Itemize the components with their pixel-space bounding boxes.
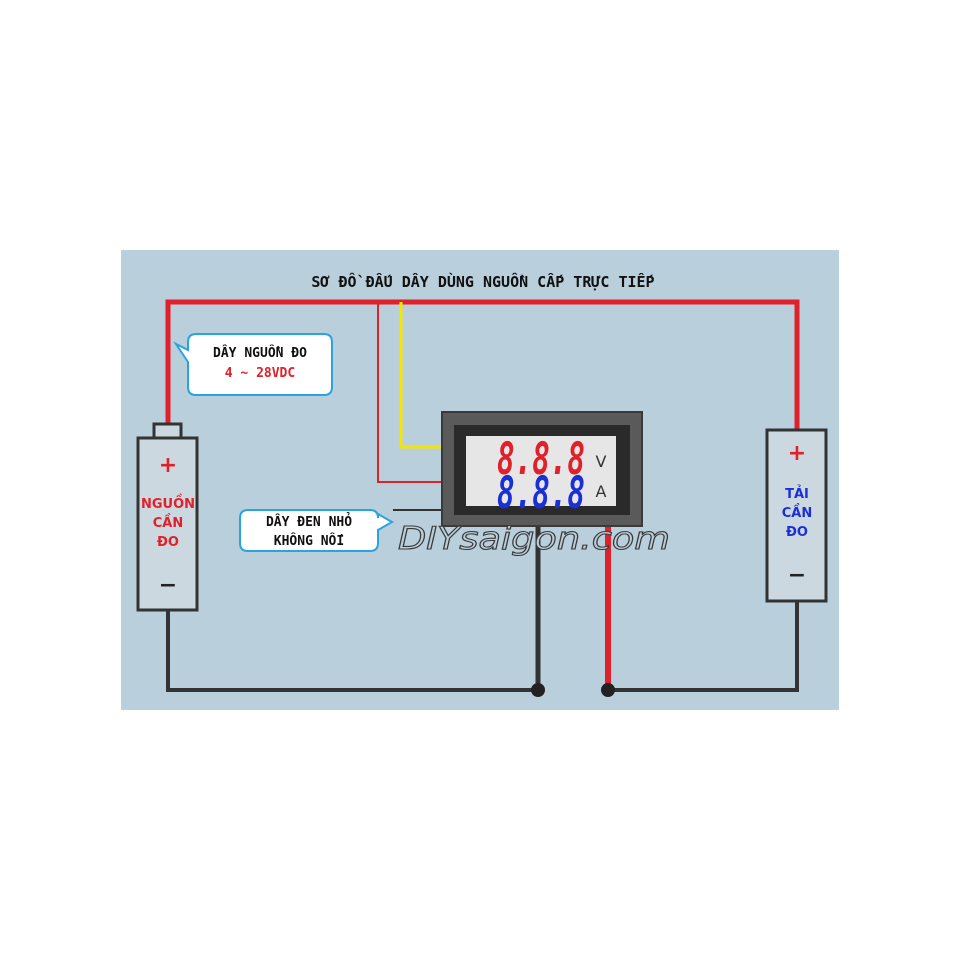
battery-body: [136, 436, 199, 612]
callout-power-line2: 4 ~ 28VDC: [225, 366, 295, 381]
power-source: + NGUỒN CẦN ĐO −: [136, 422, 199, 612]
red-thin-wire: [377, 302, 442, 483]
source-minus-sign: −: [159, 573, 177, 598]
source-label-2: CẦN: [153, 513, 183, 531]
load-label-1: TẢI: [785, 485, 809, 502]
load-return-wire: [608, 600, 799, 692]
load-minus-sign: −: [788, 563, 806, 588]
load-body: [765, 428, 828, 603]
load: + TẢI CẦN ĐO −: [765, 428, 828, 603]
load-label-3: ĐO: [786, 525, 808, 540]
callout-power-wire: DÂY NGUỒN ĐO 4 ~ 28VDC: [173, 333, 333, 396]
load-label-2: CẦN: [782, 503, 812, 521]
callout-power-bubble: [173, 333, 333, 396]
source-plus-sign: +: [159, 453, 177, 478]
callout-black-line2: KHÔNG NỐI: [274, 533, 344, 549]
load-plus-sign: +: [788, 441, 806, 466]
red-power-wire: [165, 299, 800, 430]
callout-black-bubble: [239, 509, 395, 552]
current-unit: A: [596, 482, 607, 501]
voltage-unit: V: [596, 452, 607, 471]
callout-black-wire: DÂY ĐEN NHỎ KHÔNG NỐI: [239, 509, 395, 552]
callout-black-line1: DÂY ĐEN NHỎ: [266, 513, 352, 530]
source-label-3: ĐO: [157, 535, 179, 550]
voltage-digits: 8.8.8: [497, 434, 585, 485]
black-return-wire: [166, 610, 538, 692]
callout-power-line1: DÂY NGUỒN ĐO: [213, 345, 307, 361]
volt-amp-meter: 8.8.8 V 8.8.8 A: [441, 411, 643, 527]
junction-black: [531, 683, 545, 697]
diagram-title: SƠ ĐỒ ĐẤU DÂY DÙNG NGUỒN CẤP TRỰC TIẾP: [311, 272, 654, 291]
watermark: DIYsaigon.com: [398, 521, 670, 557]
junction-red: [601, 683, 615, 697]
yellow-wire: [399, 302, 442, 449]
current-digits: 8.8.8: [497, 468, 585, 519]
source-label-1: NGUỒN: [141, 494, 195, 512]
meter-display: [466, 436, 616, 506]
